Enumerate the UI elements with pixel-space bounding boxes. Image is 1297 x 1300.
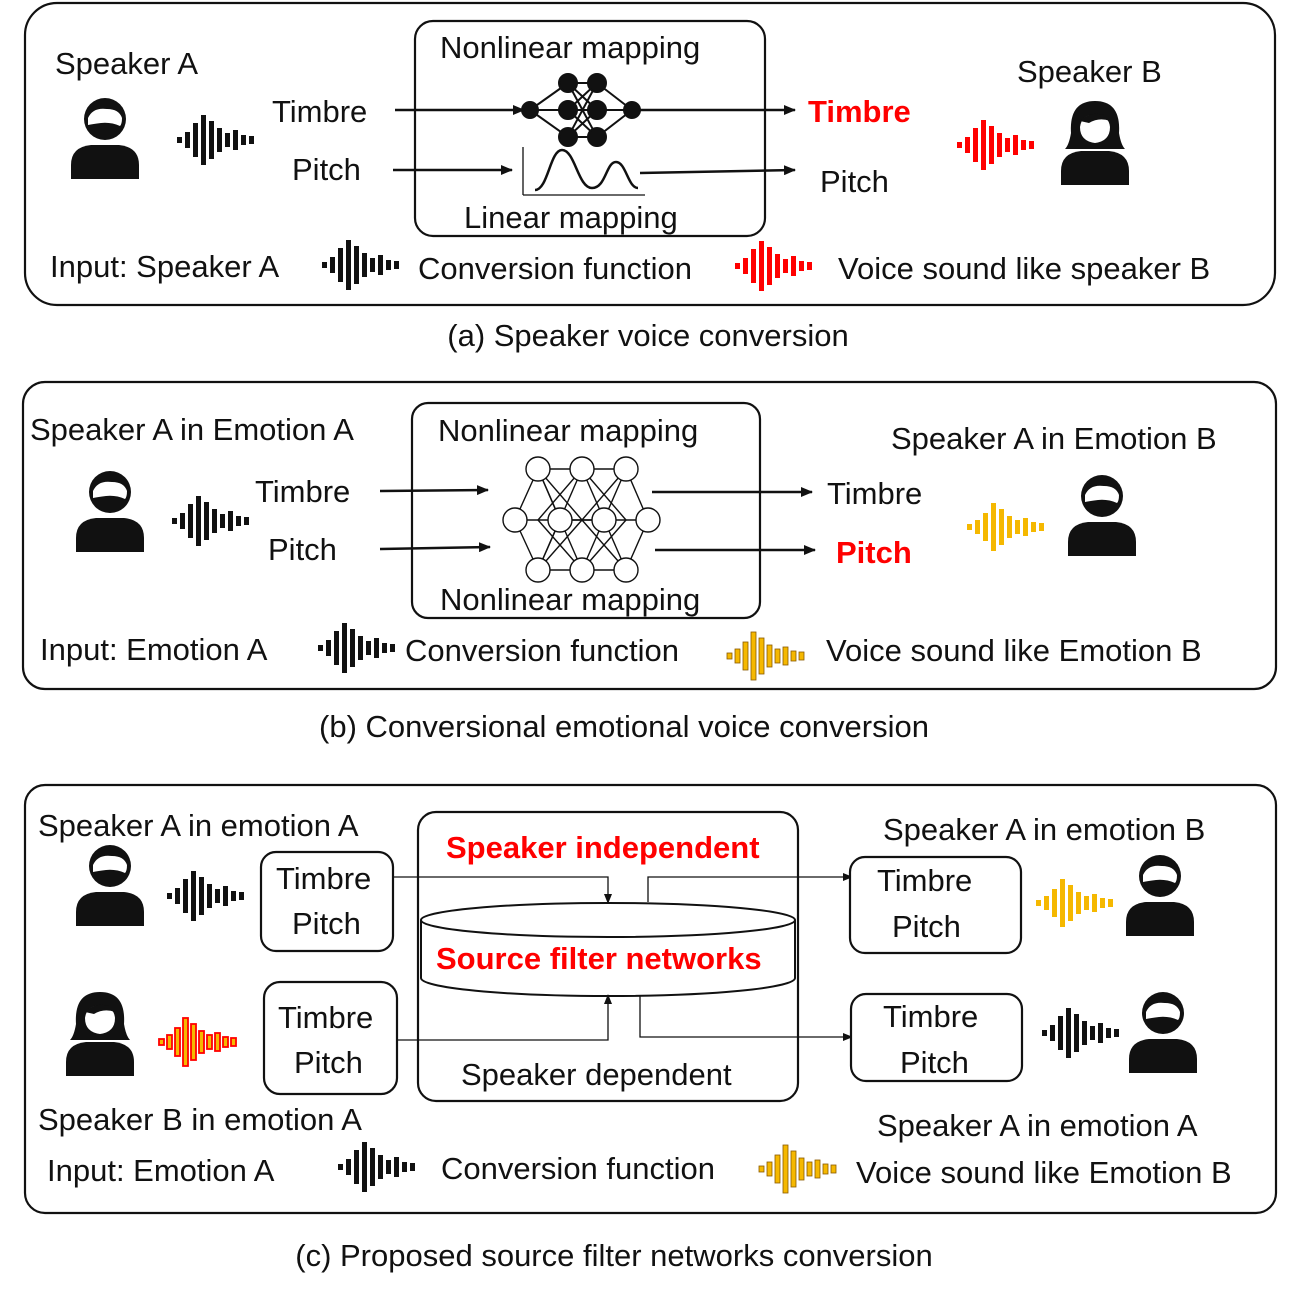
panel-a-frame [23,1,1277,307]
man-icon [71,98,139,179]
panel-a: Speaker A Timbre Pitch Nonlinear mapping… [23,1,1277,307]
panel-b-arrow-timbre-in [379,485,489,496]
panel-a-arrow-pitch-out [639,165,796,176]
panel-c-pitch-bl: Pitch [294,1045,363,1080]
man-icon [1068,475,1136,556]
panel-b-nonlinear-top: Nonlinear mapping [438,413,698,448]
waveform-icon-red [735,241,812,291]
small-neural-net-icon [521,73,641,147]
panel-a-linear-label: Linear mapping [464,200,678,235]
panel-a-result-label: Voice sound like speaker B [838,251,1210,286]
panel-a-input-label: Input: Speaker A [50,249,280,284]
panel-c-speaker-bl: Speaker B in emotion A [38,1102,362,1137]
database-cylinder-icon [420,902,796,997]
panel-c-timbre-br: Timbre [883,999,978,1034]
waveform-icon [167,871,244,921]
panel-c-timbre-bl: Timbre [278,1000,373,1035]
panel-a-speaker-b: Speaker B [1017,54,1162,89]
panel-b-pitch-out: Pitch [836,535,912,570]
waveform-icon-red [957,120,1034,170]
panel-c-feature-box-tl [259,850,395,953]
panel-b-conversion-label: Conversion function [405,633,679,668]
panel-b-result-label: Voice sound like Emotion B [826,633,1202,668]
panel-a-speaker-a: Speaker A [55,46,198,81]
panel-a-mapping-box [413,19,767,238]
panel-b-frame [21,380,1278,691]
panel-c: Speaker A in emotion A Timbre Pitch Timb… [23,783,1278,1215]
panel-c-connector-in-bottom [397,994,612,1041]
panel-a-conversion-label: Conversion function [418,251,692,286]
panel-c-speaker-tr: Speaker A in emotion B [883,812,1205,847]
panel-c-connector-out-top [647,873,853,902]
waveform-icon-red-orange [158,1017,237,1067]
curve-plot-icon [522,147,645,196]
panel-b-speaker-in: Speaker A in Emotion A [30,412,354,447]
panel-b-pitch-in: Pitch [268,532,337,567]
panel-c-dependent-label: Speaker dependent [461,1057,732,1092]
panel-b-speaker-out: Speaker A in Emotion B [891,421,1217,456]
panel-c-frame [23,783,1278,1215]
panel-c-connector-in-top [393,876,612,904]
waveform-icon-orange [967,503,1044,551]
woman-icon [66,992,134,1076]
panel-c-timbre-tr: Timbre [877,863,972,898]
panel-b-timbre-out: Timbre [827,476,922,511]
panel-c-timbre-tl: Timbre [276,861,371,896]
panel-a-timbre-in: Timbre [272,94,367,129]
man-icon [76,845,144,926]
panel-b-input-label: Input: Emotion A [40,632,268,667]
panel-c-conversion-label: Conversion function [441,1151,715,1186]
panel-c-pitch-br: Pitch [900,1045,969,1080]
panel-c-pitch-tl: Pitch [292,906,361,941]
panel-c-independent-label: Speaker independent [446,830,760,865]
waveform-icon-orange [726,631,805,681]
panel-c-speaker-tl: Speaker A in emotion A [38,808,359,843]
panel-c-feature-box-bl [262,980,399,1096]
panel-b-timbre-in: Timbre [255,474,350,509]
panel-b: Speaker A in Emotion A Timbre Pitch Nonl… [21,380,1278,691]
panel-b-arrow-pitch-in [379,542,491,553]
waveform-icon [322,240,399,290]
panel-c-pitch-tr: Pitch [892,909,961,944]
waveform-icon-orange [758,1144,837,1194]
man-icon [1126,855,1194,936]
panel-c-speaker-br: Speaker A in emotion A [877,1108,1198,1143]
waveform-icon [318,623,395,673]
waveform-icon [1042,1008,1119,1058]
woman-icon [1061,101,1129,185]
panel-c-result-label: Voice sound like Emotion B [856,1155,1232,1190]
panel-b-caption: (b) Conversional emotional voice convers… [319,709,929,744]
panel-a-caption: (a) Speaker voice conversion [447,318,848,353]
panel-a-nonlinear-label: Nonlinear mapping [440,30,700,65]
waveform-icon-orange [1036,879,1113,927]
panel-c-feature-box-br [849,992,1024,1083]
waveform-icon [177,115,254,165]
panel-c-input-label: Input: Emotion A [47,1153,275,1188]
panel-b-nonlinear-bottom: Nonlinear mapping [440,582,700,617]
panel-c-caption: (c) Proposed source filter networks conv… [295,1238,932,1273]
panel-a-pitch-out: Pitch [820,164,889,199]
panel-c-networks-label: Source filter networks [436,941,762,976]
panel-a-timbre-out: Timbre [808,94,911,129]
man-icon [76,471,144,552]
panel-c-connector-out-bottom [639,996,853,1041]
waveform-icon [172,496,249,546]
panel-c-feature-box-tr [848,855,1023,955]
large-neural-net-icon [502,456,661,583]
waveform-icon [338,1142,415,1192]
panel-a-pitch-in: Pitch [292,152,361,187]
man-icon [1129,992,1197,1073]
panel-b-mapping-box [410,401,762,620]
